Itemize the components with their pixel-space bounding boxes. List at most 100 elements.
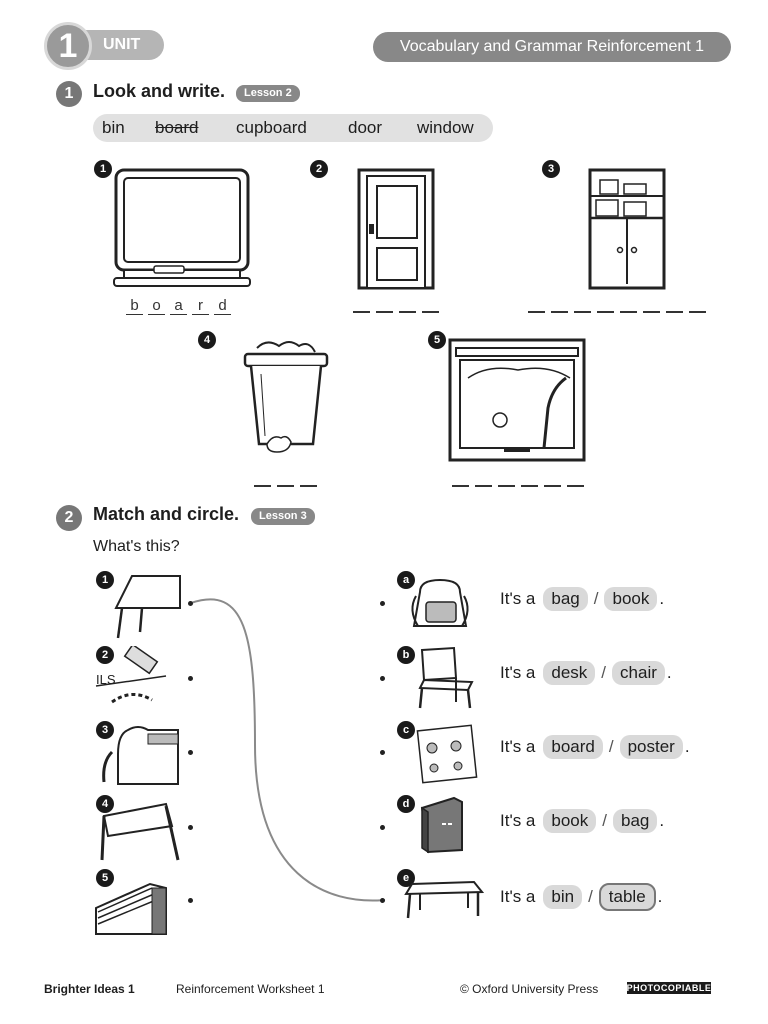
sentence-a: It's a bag / book .	[500, 587, 664, 611]
sentence-prefix: It's a	[500, 737, 536, 756]
match-dot-left[interactable]	[188, 750, 193, 755]
word-bank-word: door	[348, 118, 383, 137]
example-match-line	[190, 598, 386, 902]
table-icon	[404, 880, 484, 919]
left-item-2-badge: 2	[96, 646, 114, 664]
exercise-2-number: 2	[56, 505, 82, 531]
option-slash: /	[588, 887, 593, 906]
item-1-badge: 1	[94, 160, 112, 178]
left-item-4-badge: 4	[96, 795, 114, 813]
sentence-prefix: It's a	[500, 811, 536, 830]
svg-text:ILS: ILS	[96, 672, 116, 687]
match-dot-left[interactable]	[188, 898, 193, 903]
footer-worksheet: Reinforcement Worksheet 1	[176, 982, 325, 996]
chair-corner-icon	[100, 802, 180, 861]
match-dot-right[interactable]	[380, 750, 385, 755]
answer-letter: a	[170, 298, 187, 315]
option-slash: /	[602, 811, 607, 830]
match-dot-left[interactable]	[188, 601, 193, 606]
right-item-b-badge: b	[397, 646, 415, 664]
sentence-end: .	[684, 737, 690, 756]
item-2-badge: 2	[310, 160, 328, 178]
unit-number: 1	[58, 27, 78, 65]
item-1-answer: b o a r d	[126, 298, 231, 315]
sentence-e: It's a bin / table .	[500, 883, 662, 911]
option-slash: /	[601, 663, 607, 682]
worksheet-title: Vocabulary and Grammar Reinforcement 1	[373, 32, 731, 62]
sentence-prefix: It's a	[500, 589, 536, 608]
option-chip[interactable]: bin	[543, 885, 583, 909]
match-dot-right[interactable]	[380, 825, 385, 830]
exercise-1-lesson-badge: Lesson 2	[236, 85, 300, 102]
match-dot-left[interactable]	[188, 825, 193, 830]
table-corner-icon	[114, 575, 181, 639]
option-slash: /	[593, 589, 599, 608]
answer-letter: o	[148, 298, 165, 315]
window-icon	[448, 338, 586, 462]
unit-label: UNIT	[103, 36, 141, 53]
option-chip[interactable]: bag	[612, 809, 658, 833]
item-3-badge: 3	[542, 160, 560, 178]
word-bank-word-crossed: board	[155, 118, 199, 137]
sentence-d: It's a book / bag .	[500, 809, 664, 833]
sentence-end: .	[659, 589, 665, 608]
right-item-c-badge: c	[397, 721, 415, 739]
bag-icon	[411, 578, 469, 627]
answer-letter: b	[126, 298, 143, 315]
item-3-blanks	[528, 311, 706, 313]
option-chip[interactable]: book	[604, 587, 658, 611]
photocopiable-badge: PHOTOCOPIABLE	[626, 982, 712, 994]
door-icon	[357, 168, 435, 290]
exercise-2-title: Match and circle.	[93, 504, 240, 524]
exercise-1-title: Look and write.	[93, 81, 226, 101]
word-bank-word: cupboard	[236, 118, 307, 137]
option-chip[interactable]: board	[543, 735, 603, 759]
sentence-end: .	[666, 663, 672, 682]
match-dot-right[interactable]	[380, 601, 385, 606]
unit-number-badge: 1	[44, 22, 92, 70]
sentence-prefix: It's a	[500, 663, 536, 682]
left-item-5-badge: 5	[96, 869, 114, 887]
option-chip[interactable]: chair	[612, 661, 665, 685]
bin-icon	[243, 341, 329, 453]
exercise-2-lesson-badge: Lesson 3	[251, 508, 315, 525]
whiteboard-icon	[113, 168, 251, 287]
option-chip[interactable]: bag	[543, 587, 588, 611]
match-dot-right[interactable]	[380, 898, 385, 903]
exercise-2-question: What's this?	[93, 538, 180, 555]
option-chip[interactable]: desk	[543, 661, 596, 685]
option-chip[interactable]: book	[543, 809, 597, 833]
answer-letter: d	[214, 298, 231, 315]
footer-copyright: © Oxford University Press	[460, 982, 599, 996]
item-5-badge: 5	[428, 331, 446, 349]
word-bank-word: window	[417, 118, 474, 137]
match-dot-left[interactable]	[188, 676, 193, 681]
sentence-prefix: It's a	[500, 887, 536, 906]
match-dot-right[interactable]	[380, 676, 385, 681]
left-item-3-badge: 3	[96, 721, 114, 739]
exercise-1-number: 1	[56, 81, 82, 107]
poster-icon	[416, 724, 478, 784]
right-item-e-badge: e	[397, 869, 415, 887]
cupboard-icon	[588, 168, 666, 290]
left-item-1-badge: 1	[96, 571, 114, 589]
item-4-blanks	[254, 485, 317, 487]
sentence-end: .	[659, 811, 665, 830]
option-chip[interactable]: poster	[619, 735, 683, 759]
item-4-badge: 4	[198, 331, 216, 349]
bag-corner-icon	[102, 726, 179, 785]
footer-book-title: Brighter Ideas 1	[44, 982, 135, 996]
option-slash: /	[608, 737, 614, 756]
answer-letter: r	[192, 298, 209, 315]
option-chip-circled[interactable]: table	[598, 883, 656, 911]
book-icon	[420, 796, 463, 854]
item-5-blanks	[452, 485, 584, 487]
book-corner-icon	[95, 882, 167, 935]
word-bank	[93, 114, 493, 142]
sentence-c: It's a board / poster .	[500, 735, 690, 759]
sentence-end: .	[657, 887, 663, 906]
word-bank-word: bin	[102, 118, 125, 137]
sentence-b: It's a desk / chair .	[500, 661, 672, 685]
right-item-d-badge: d	[397, 795, 415, 813]
right-item-a-badge: a	[397, 571, 415, 589]
